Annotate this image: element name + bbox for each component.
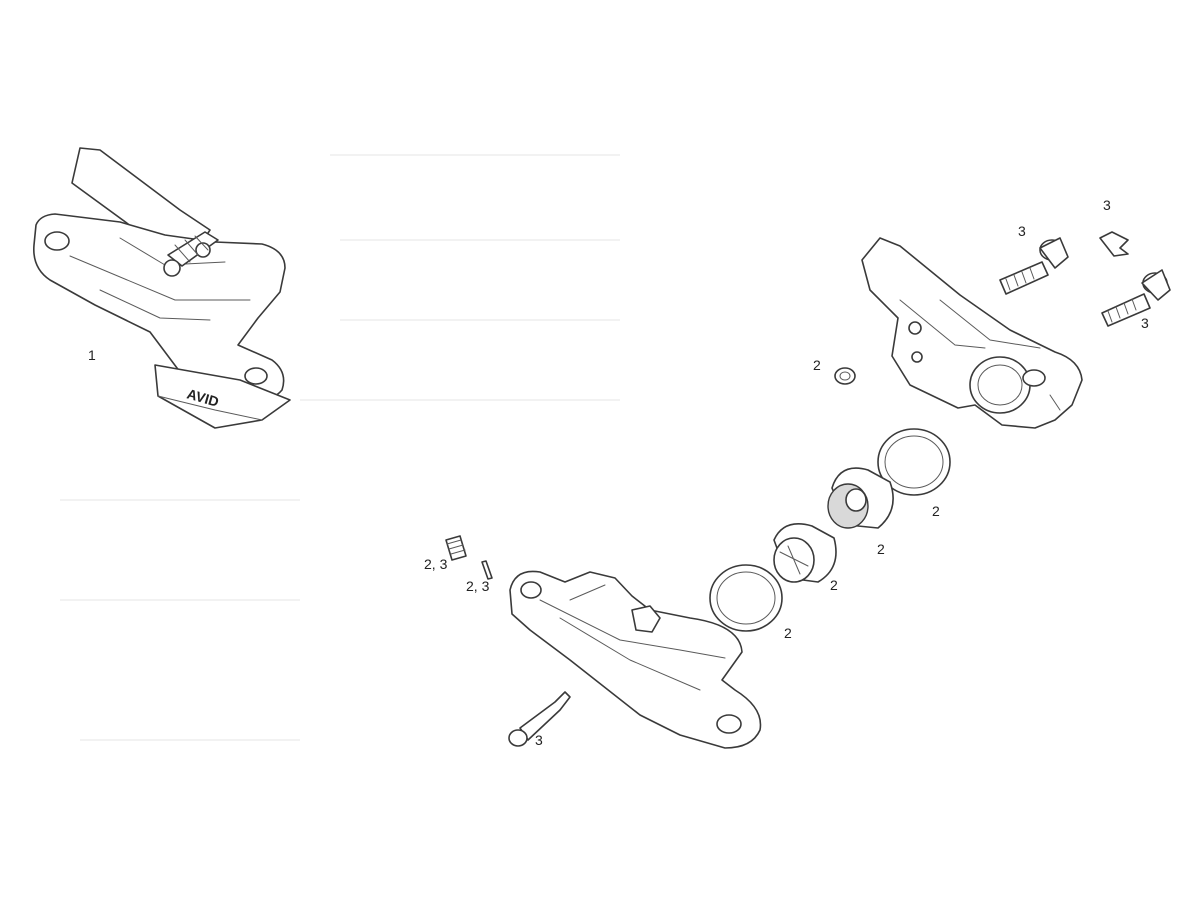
caliper-half-outboard	[861, 237, 1083, 429]
callout-caliper-assembly: 1	[88, 347, 96, 363]
seal-ring-outer	[877, 428, 951, 496]
callout-pin: 2, 3	[466, 578, 490, 594]
piston-upper	[827, 467, 894, 529]
caliper-assembly: AVID	[33, 147, 291, 429]
washer-small	[834, 367, 856, 385]
bolt-top	[999, 237, 1069, 295]
callout-mount-bolt: 3	[535, 732, 543, 748]
bolt-mount	[508, 691, 571, 747]
pin	[481, 560, 493, 580]
seal-ring-inner	[709, 564, 783, 632]
callout-clip: 3	[1103, 197, 1111, 213]
background-ghost-lines	[60, 154, 620, 741]
bleed-screw	[445, 535, 467, 561]
bolt-bottom	[1101, 269, 1171, 327]
callout-seal-outer: 2	[932, 503, 940, 519]
washer-small-inner	[839, 371, 851, 381]
caliper-half-inboard	[509, 570, 762, 749]
retaining-clip	[1099, 231, 1129, 257]
piston-lower	[773, 523, 837, 583]
callout-piston-2: 2	[830, 577, 838, 593]
callout-bottom-bolt: 3	[1141, 315, 1149, 331]
callout-piston-1: 2	[877, 541, 885, 557]
callout-seal-inner: 2	[784, 625, 792, 641]
callout-bleed-screw: 2, 3	[424, 556, 448, 572]
callout-washer: 2	[813, 357, 821, 373]
callout-top-bolt: 3	[1018, 223, 1026, 239]
callout-labels: 1 2 3 3 3 2 2 2 2 2, 3 2, 3 3	[88, 197, 1149, 748]
